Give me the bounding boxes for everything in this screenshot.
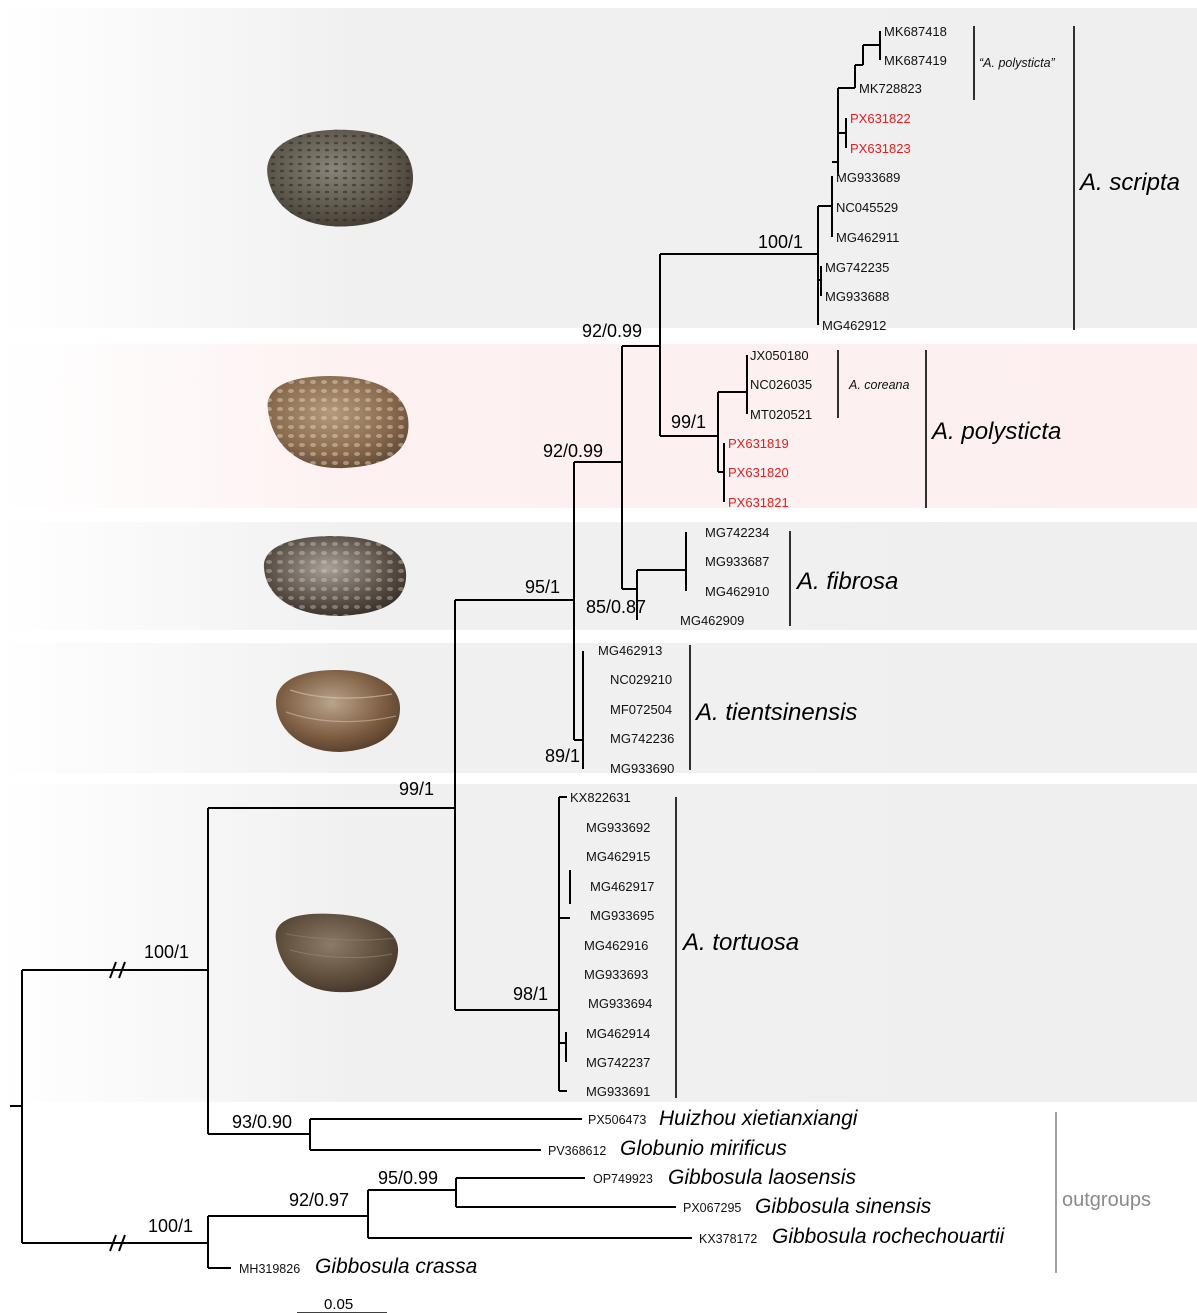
support-huizhou-globunio: 93/0.90: [232, 1112, 292, 1132]
support-fibrosa: 85/0.87: [586, 597, 646, 617]
tip-label: MG933691: [586, 1084, 650, 1099]
tip-label: MG462916: [584, 938, 648, 953]
support-laos-sinensis: 95/0.99: [378, 1168, 438, 1188]
support-scripta-polysticta: 92/0.99: [582, 321, 642, 341]
outgroup-accession: PV368612: [548, 1144, 606, 1158]
tip-label: MG462911: [836, 230, 899, 245]
outgroup-accession: KX378172: [699, 1232, 757, 1246]
outgroup-accession: PX067295: [683, 1201, 741, 1215]
outgroup-accession: OP749923: [593, 1172, 653, 1186]
outgroup-labels: PX506473 Huizhou xietianxiangi PV368612 …: [239, 1107, 1006, 1278]
clade-name-tientsinensis: A. tientsinensis: [694, 699, 857, 726]
support-ingroup-root: 100/1: [144, 942, 189, 962]
support-gibbosula-inner: 92/0.97: [289, 1190, 349, 1210]
outgroup-species: Gibbosula laosensis: [668, 1166, 856, 1189]
tip-label: MG933694: [588, 996, 652, 1011]
support-polysticta: 99/1: [671, 412, 706, 432]
outgroup-species: Gibbosula crassa: [315, 1255, 477, 1278]
tip-label: MG742234: [705, 525, 769, 540]
scale-bar: 0.05: [297, 1296, 387, 1313]
clade-name-scripta: A. scripta: [1078, 169, 1180, 196]
tip-label: MG742235: [825, 260, 889, 275]
outgroup-species: Gibbosula rochechouartii: [772, 1225, 1006, 1248]
tip-label: MT020521: [750, 407, 812, 422]
tip-label: MG462915: [586, 849, 650, 864]
tip-label: MG462909: [680, 613, 744, 628]
outgroup-species: Globunio mirificus: [620, 1137, 787, 1160]
clade-name-tortuosa: A. tortuosa: [681, 929, 799, 956]
support-tientsinensis: 89/1: [545, 746, 580, 766]
support-gibbosula-all: 100/1: [148, 1216, 193, 1236]
tip-label: NC045529: [836, 200, 898, 215]
outgroups-label: outgroups: [1062, 1189, 1151, 1211]
tip-label: JX050180: [750, 348, 809, 363]
clade-name-fibrosa: A. fibrosa: [795, 568, 898, 595]
tip-label: MG462917: [590, 879, 654, 894]
support-tortuosa: 98/1: [513, 984, 548, 1004]
tip-label: MK728823: [859, 81, 922, 96]
tip-label: NC026035: [750, 377, 812, 392]
tip-label-new: PX631823: [850, 141, 911, 156]
clade-name-polysticta: A. polysticta: [930, 418, 1061, 445]
tip-label: MK687418: [884, 24, 947, 39]
tip-label: MG742236: [610, 731, 674, 746]
tip-label: MG933695: [590, 908, 654, 923]
sublabel-coreana: A. coreana: [848, 378, 910, 392]
tip-label: KX822631: [570, 790, 631, 805]
tip-label: MG933688: [825, 289, 889, 304]
support-genus: 99/1: [399, 779, 434, 799]
outgroup-species: Gibbosula sinensis: [755, 1195, 932, 1218]
tip-label: MF072504: [610, 702, 672, 717]
tip-label: MK687419: [884, 53, 947, 68]
tip-label-new: PX631819: [728, 436, 789, 451]
support-genus-inner: 95/1: [525, 577, 560, 597]
outgroup-accession: MH319826: [239, 1262, 300, 1276]
tip-label-new: PX631820: [728, 465, 789, 480]
tip-label: MG462910: [705, 584, 769, 599]
tip-label: MG462913: [598, 643, 662, 658]
tip-label: MG933692: [586, 820, 650, 835]
outgroup-species: Huizhou xietianxiangi: [659, 1107, 859, 1130]
outgroup-accession: PX506473: [588, 1113, 646, 1127]
tip-label: MG933687: [705, 554, 769, 569]
band-tientsinensis: [0, 643, 1197, 773]
tip-label: MG462912: [822, 318, 886, 333]
support-upper-group: 92/0.99: [543, 441, 603, 461]
tip-label-new: PX631821: [728, 495, 789, 510]
tip-label: MG933693: [584, 967, 648, 982]
tip-label: MG742237: [586, 1055, 650, 1070]
support-scripta: 100/1: [758, 232, 803, 252]
tip-label: MG462914: [586, 1026, 650, 1041]
tip-label: NC029210: [610, 672, 672, 687]
sublabel-polysticta-quoted: “A. polysticta”: [979, 56, 1056, 70]
scale-bar-label: 0.05: [324, 1296, 353, 1313]
tip-label-new: PX631822: [850, 111, 911, 126]
tip-label: MG933690: [610, 761, 674, 776]
tip-label: MG933689: [836, 170, 900, 185]
